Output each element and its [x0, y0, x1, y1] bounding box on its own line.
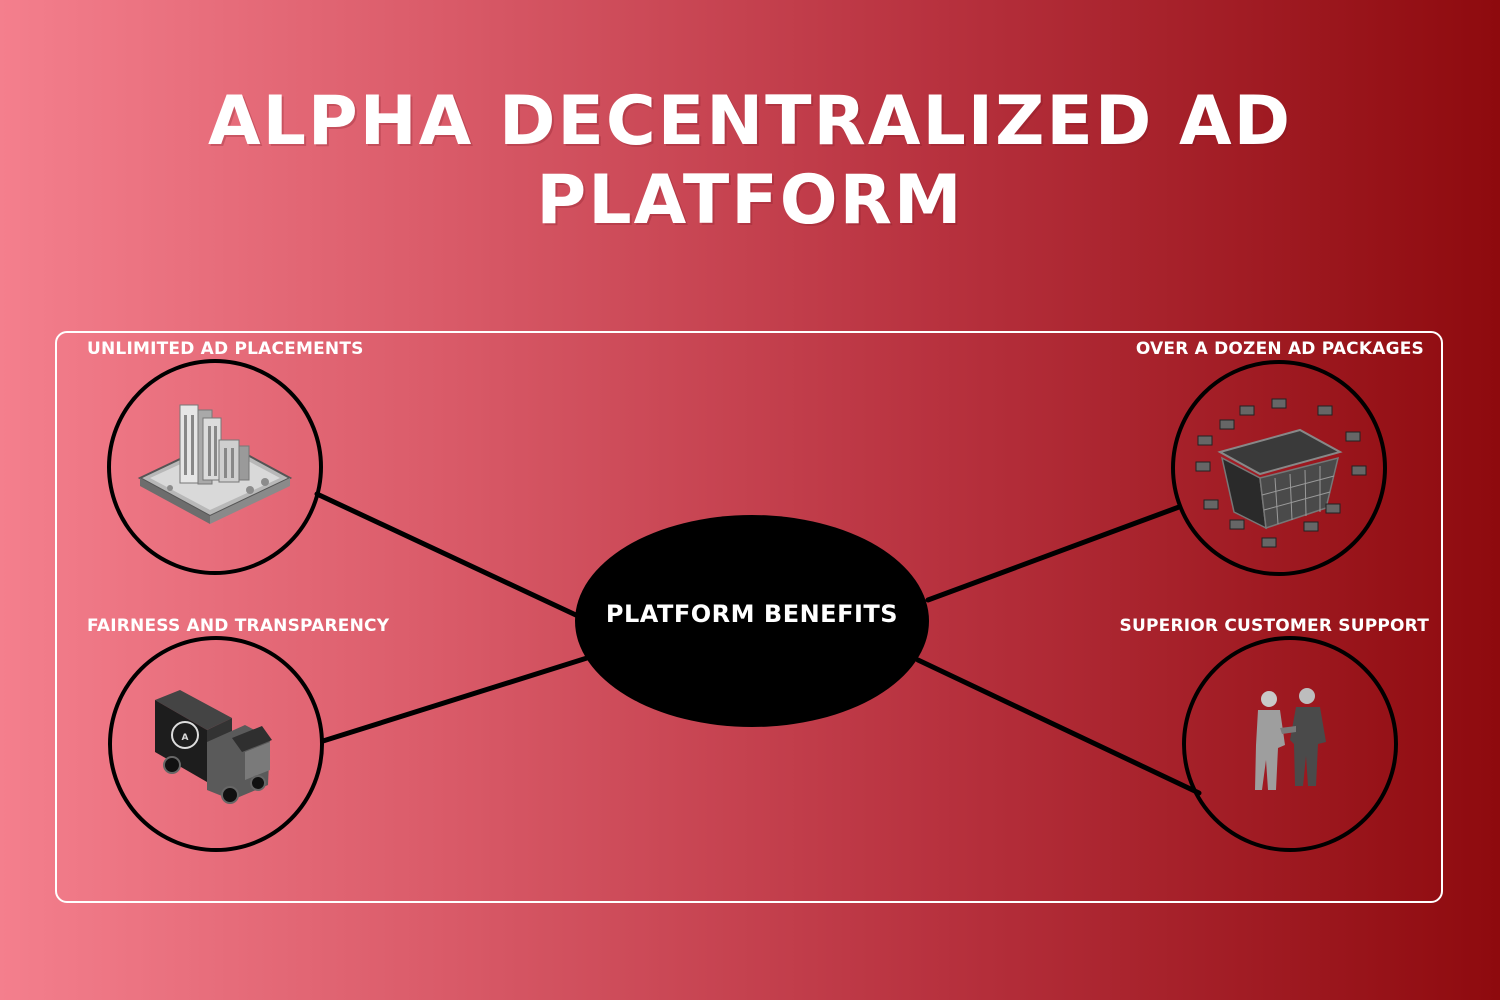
hub-ellipse [575, 515, 929, 727]
connector-placements [314, 491, 581, 619]
handshake-people-icon [1255, 688, 1326, 790]
hub-label: PLATFORM BENEFITS [605, 600, 899, 628]
benefit-label-support: SUPERIOR CUSTOMER SUPPORT [1119, 616, 1429, 636]
delivery-truck-icon: A [155, 690, 272, 804]
benefits-frame [55, 331, 1443, 903]
benefit-label-packages: OVER A DOZEN AD PACKAGES [1135, 339, 1424, 359]
connector-support [915, 657, 1202, 796]
node-placements [107, 359, 323, 575]
connectors [314, 491, 1202, 796]
benefit-label-fairness: FAIRNESS AND TRANSPARENCY [87, 616, 390, 636]
page-title: ALPHA DECENTRALIZED AD PLATFORM [207, 82, 1293, 240]
node-support [1182, 636, 1398, 852]
node-packages [1171, 360, 1387, 576]
connector-fairness [320, 655, 590, 744]
city-buildings-icon [137, 404, 293, 524]
connector-packages [925, 504, 1182, 603]
basket-packages-icon [1195, 398, 1367, 548]
benefit-label-placements: UNLIMITED AD PLACEMENTS [87, 339, 364, 359]
svg-text:A: A [182, 733, 189, 743]
node-fairness: A [108, 636, 324, 852]
